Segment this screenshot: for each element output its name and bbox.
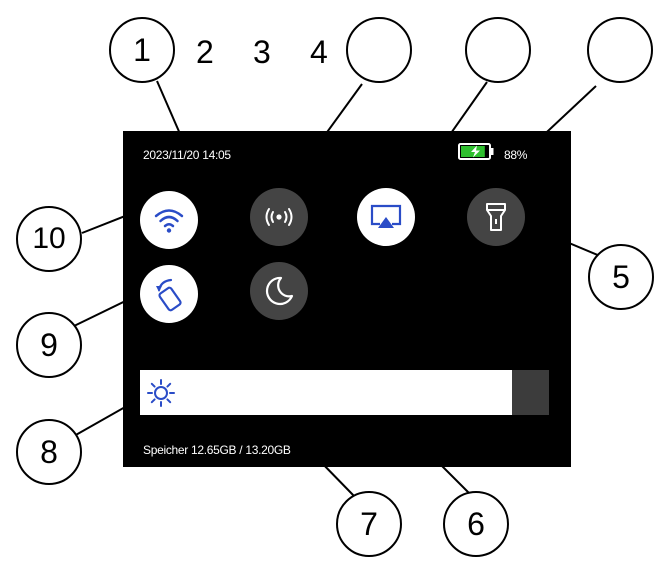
rotate-icon (156, 278, 182, 312)
callout-10: 10 (16, 206, 82, 272)
wifi-button[interactable] (140, 191, 198, 249)
brightness-fill (140, 370, 512, 415)
callout-4: 4 (310, 34, 328, 70)
screen-mirror-button[interactable] (357, 188, 415, 246)
callout-7: 7 (336, 491, 402, 557)
flashlight-icon (486, 203, 506, 231)
callout-empty-c (587, 17, 653, 83)
callout-empty-a (346, 17, 412, 83)
callout-empty-b (465, 17, 531, 83)
callout-1: 1 (109, 17, 175, 83)
moon-icon (265, 276, 294, 306)
battery-icon (458, 143, 494, 160)
night-mode-button[interactable] (250, 262, 308, 320)
wifi-icon (154, 209, 184, 233)
battery-percent: 88% (504, 148, 528, 162)
broadcast-icon (265, 208, 293, 226)
callout-2: 2 (196, 34, 214, 70)
callout-8: 8 (16, 419, 82, 485)
auto-rotate-button[interactable] (140, 265, 198, 323)
callout-9: 9 (16, 312, 82, 378)
hotspot-button[interactable] (250, 188, 308, 246)
cast-icon (370, 204, 402, 228)
callout-5: 5 (588, 244, 654, 310)
callout-3: 3 (253, 34, 271, 70)
storage-label: Speicher 12.65GB / 13.20GB (143, 443, 291, 457)
datetime-label: 2023/11/20 14:05 (143, 148, 231, 162)
sun-icon (147, 379, 175, 407)
brightness-slider[interactable] (140, 370, 549, 415)
flashlight-button[interactable] (467, 188, 525, 246)
callout-6: 6 (443, 491, 509, 557)
